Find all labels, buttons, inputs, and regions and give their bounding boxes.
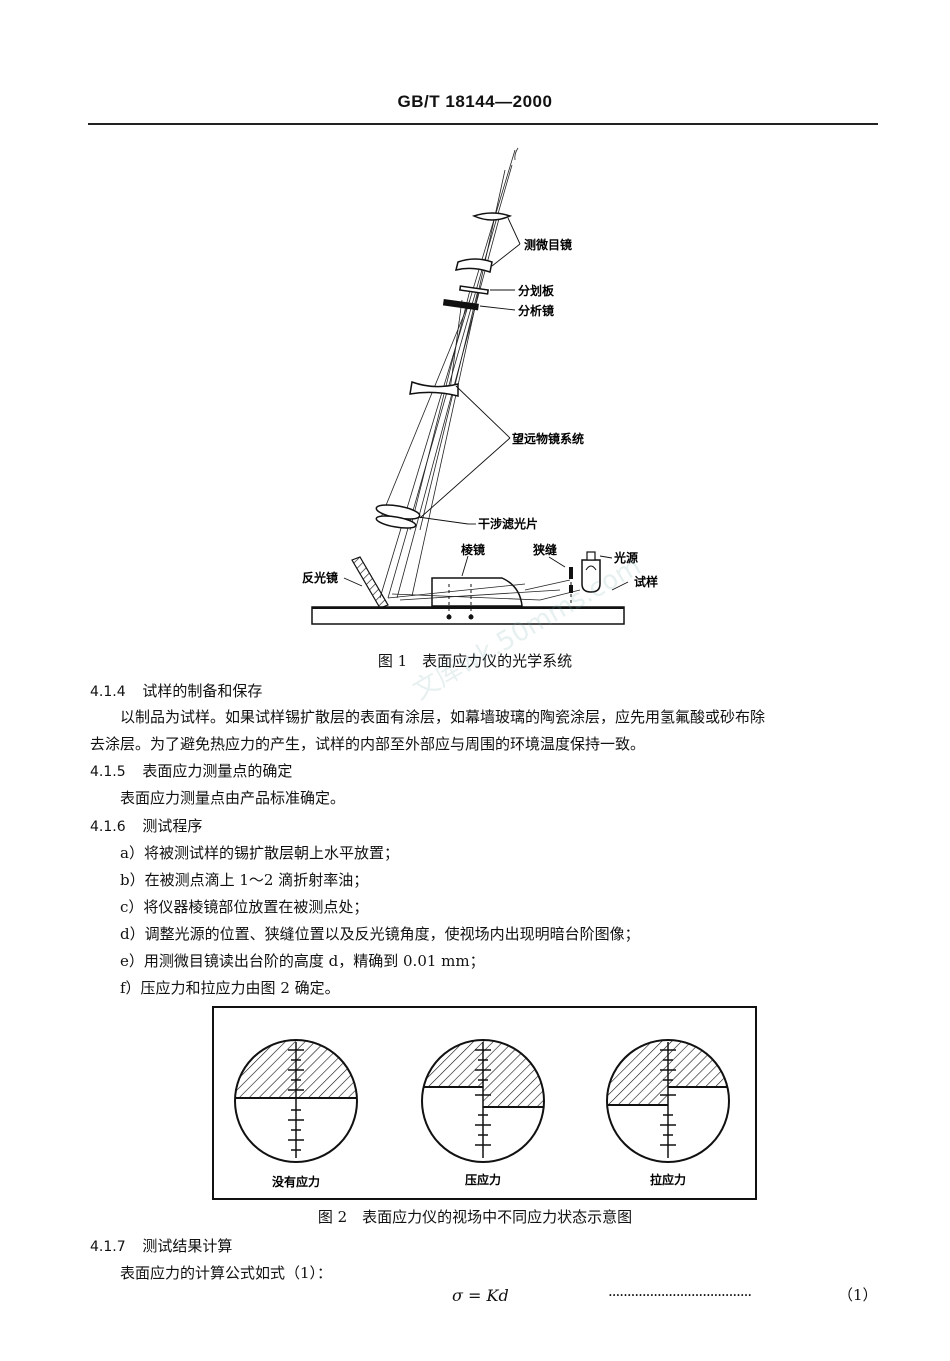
section-4-1-5-text: 表面应力测量点由产品标准确定。 xyxy=(120,789,346,807)
step-a: a）将被测试样的锡扩散层朝上水平放置； xyxy=(120,844,399,862)
contact-dot-1 xyxy=(446,614,452,620)
section-4-1-7-heading: 4.1.7 测试结果计算 xyxy=(90,1233,232,1260)
section-4-1-4-line-1: 以制品为试样。如果试样锡扩散层的表面有涂层，如幕墙玻璃的陶瓷涂层，应先用氢氟酸或… xyxy=(120,708,766,726)
step-b: b）在被测点滴上 1～2 滴折射率油； xyxy=(120,871,369,889)
section-title: 表面应力测量点的确定 xyxy=(142,762,293,780)
label-slit: 狭缝 xyxy=(532,542,557,557)
label-filter: 干涉滤光片 xyxy=(478,516,538,531)
formula-leader-dots: ······································ xyxy=(608,1286,752,1304)
telescope-lens xyxy=(409,380,459,397)
header-rule xyxy=(88,123,878,125)
figure-1-caption: 图 1 表面应力仪的光学系统 xyxy=(377,652,573,670)
view-no-stress xyxy=(235,1040,357,1099)
section-number: 4.1.6 xyxy=(90,819,126,835)
lens-group xyxy=(375,212,513,529)
scale-tensile xyxy=(660,1042,676,1158)
figure-2-frame xyxy=(212,1006,757,1200)
section-4-1-5-heading: 4.1.5 表面应力测量点的确定 xyxy=(90,758,292,785)
label-reticle: 分划板 xyxy=(518,283,555,298)
analyzer-plate xyxy=(442,298,479,311)
label-no-stress: 没有应力 xyxy=(272,1174,320,1189)
section-title: 测试程序 xyxy=(142,817,203,835)
contact-dot-2 xyxy=(468,614,474,620)
label-specimen: 试样 xyxy=(634,574,658,589)
reticle-plate xyxy=(459,285,489,295)
scale-compressive xyxy=(475,1042,491,1158)
scale-no-stress xyxy=(288,1042,304,1158)
label-tensile: 拉应力 xyxy=(650,1172,686,1187)
prism-rays xyxy=(387,579,581,601)
equation-number: （1） xyxy=(838,1286,878,1304)
eyepiece-lens-2 xyxy=(454,258,493,273)
label-prism: 棱镜 xyxy=(461,542,485,557)
slit-top xyxy=(569,567,573,579)
step-d: d）调整光源的位置、狭缝位置以及反光镜角度，使视场内出现明暗台阶图像； xyxy=(120,925,640,943)
section-title: 试样的制备和保存 xyxy=(142,682,263,700)
figure-2-caption: 图 2 表面应力仪的视场中不同应力状态示意图 xyxy=(317,1208,633,1226)
label-reflector: 反光镜 xyxy=(302,570,338,585)
section-number: 4.1.5 xyxy=(90,764,126,780)
step-e: e）用测微目镜读出台阶的高度 d，精确到 0.01 mm； xyxy=(120,952,485,970)
section-4-1-4-heading: 4.1.4 试样的制备和保存 xyxy=(90,678,262,705)
figure-1-optical-system: 测微目镜 分划板 分析镜 望远物镜系统 干涉滤光片 棱镜 狭缝 光源 反光镜 试… xyxy=(302,147,658,625)
label-light-source: 光源 xyxy=(613,550,638,565)
step-c: c）将仪器棱镜部位放置在被测点处； xyxy=(120,898,369,916)
section-4-1-7-text: 表面应力的计算公式如式（1）： xyxy=(120,1264,333,1282)
label-compressive: 压应力 xyxy=(465,1172,501,1187)
page-header: GB/T 18144—2000 xyxy=(397,92,553,111)
slit-bottom xyxy=(569,585,573,593)
step-f: f）压应力和拉应力由图 2 确定。 xyxy=(120,979,340,997)
filter-lens-2 xyxy=(375,515,417,529)
label-leaders xyxy=(343,217,629,591)
section-number: 4.1.4 xyxy=(90,684,126,700)
reflector-mirror xyxy=(351,556,389,609)
section-title: 测试结果计算 xyxy=(142,1237,233,1255)
light-source xyxy=(581,559,601,593)
section-4-1-6-heading: 4.1.6 测试程序 xyxy=(90,813,202,840)
formula: σ = Kd xyxy=(452,1286,509,1305)
label-eyepiece: 测微目镜 xyxy=(524,237,572,252)
section-4-1-4-line-2: 去涂层。为了避免热应力的产生，试样的内部至外部应与周围的环境温度保持一致。 xyxy=(90,735,646,753)
label-telescope: 望远物镜系统 xyxy=(512,431,584,446)
label-analyzer: 分析镜 xyxy=(518,303,554,318)
eyepiece-lens-1 xyxy=(471,212,513,221)
prism xyxy=(431,577,523,607)
section-number: 4.1.7 xyxy=(90,1239,126,1255)
figure-2-field-of-view: 没有应力 压应力 拉应力 xyxy=(212,1006,757,1200)
